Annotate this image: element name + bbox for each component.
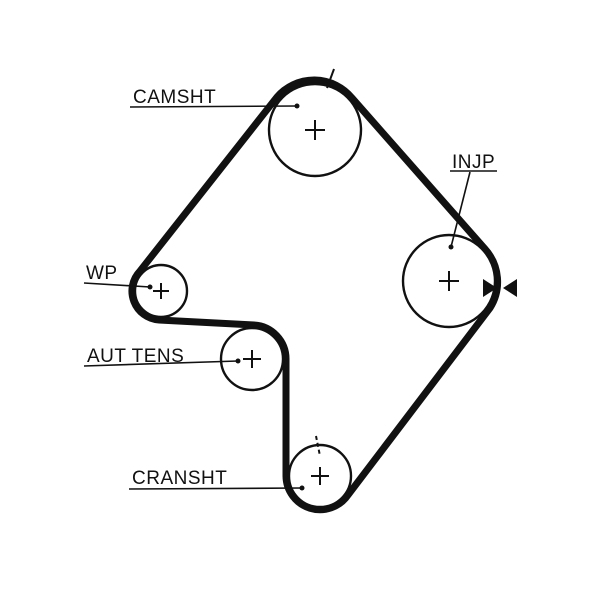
crankshaft-center-cross-icon xyxy=(311,467,329,485)
water-pump-leader-line xyxy=(83,282,153,290)
tensioner-leader-line xyxy=(83,358,241,367)
water-pump-center-cross-icon xyxy=(153,283,169,299)
injection-pump-leader-line xyxy=(448,170,497,250)
timing-belt-path xyxy=(128,76,502,514)
tensioner-label: AUT TENS xyxy=(87,346,184,367)
injection-pump-label: INJP xyxy=(452,152,495,173)
crankshaft-timing-mark xyxy=(315,435,321,457)
belt-tension-arrow-right-icon xyxy=(503,279,517,297)
camshaft-center-cross-icon xyxy=(305,120,325,140)
belt-tension-arrow-left-icon xyxy=(483,279,497,297)
water-pump-label: WP xyxy=(86,263,118,284)
camshaft-timing-mark xyxy=(326,68,335,89)
injection-pump-center-cross-icon xyxy=(439,271,459,291)
camshaft-leader-line xyxy=(129,103,300,109)
tensioner-center-cross-icon xyxy=(243,350,261,368)
camshaft-label: CAMSHT xyxy=(133,87,216,108)
crankshaft-label: CRANSHT xyxy=(132,468,227,489)
crankshaft-leader-line xyxy=(128,485,305,491)
